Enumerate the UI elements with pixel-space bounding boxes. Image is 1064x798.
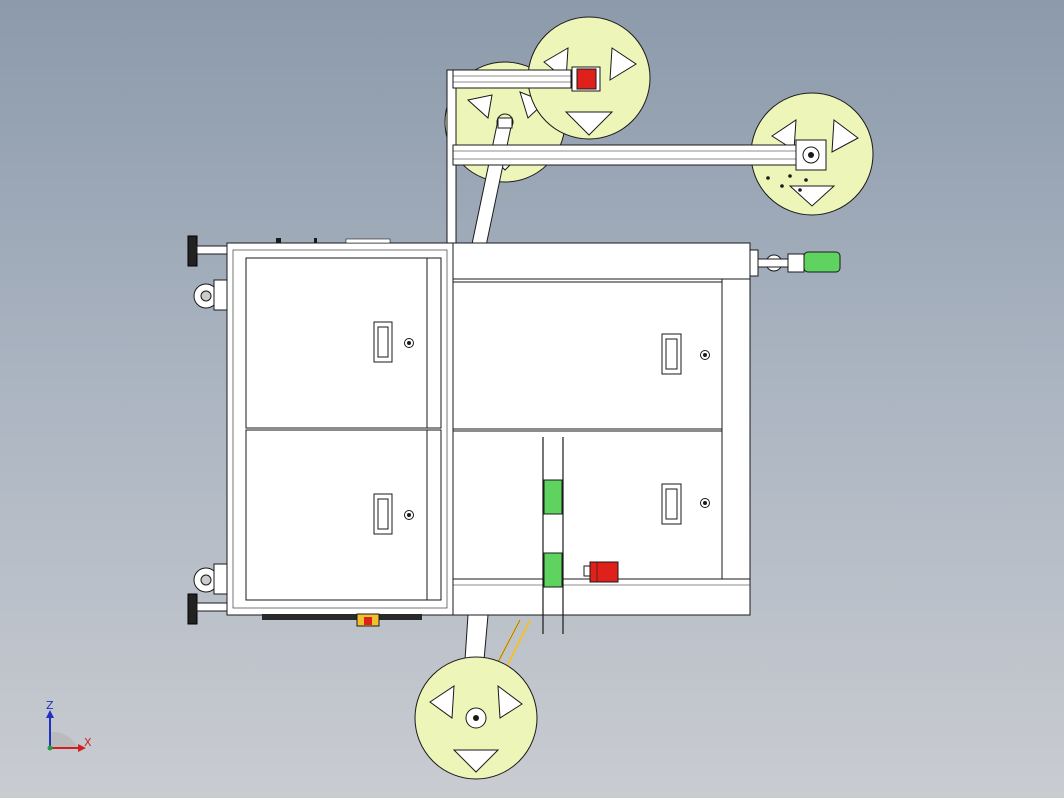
lock-icon[interactable] bbox=[700, 350, 710, 360]
right-upper-door[interactable] bbox=[452, 281, 723, 430]
rail-end-bracket[interactable] bbox=[795, 139, 827, 171]
door-handle-icon[interactable] bbox=[661, 333, 682, 375]
reel-icon[interactable] bbox=[414, 656, 538, 780]
lock-icon[interactable] bbox=[404, 510, 414, 520]
axis-triad: Z X bbox=[46, 699, 92, 752]
top-button-strip bbox=[276, 238, 391, 244]
door-handle-icon[interactable] bbox=[661, 483, 682, 525]
z-axis-label: Z bbox=[46, 699, 54, 712]
lock-icon[interactable] bbox=[700, 498, 710, 508]
caster-wheel-icon bbox=[193, 563, 229, 595]
lock-icon[interactable] bbox=[404, 338, 414, 348]
x-axis-label: X bbox=[84, 736, 92, 749]
left-upper-door[interactable] bbox=[245, 257, 442, 429]
handle-grip-icon[interactable] bbox=[749, 249, 841, 277]
door-handle-icon[interactable] bbox=[373, 321, 393, 363]
leveling-foot-icon bbox=[187, 593, 228, 625]
leveling-foot-icon bbox=[187, 235, 228, 267]
feed-guide bbox=[542, 437, 564, 634]
top-rail bbox=[452, 69, 572, 89]
long-rail bbox=[452, 144, 802, 166]
door-handle-icon[interactable] bbox=[373, 493, 393, 535]
motor-icon[interactable] bbox=[571, 66, 601, 92]
emergency-stop-icon[interactable] bbox=[356, 613, 380, 627]
motor-icon[interactable] bbox=[583, 561, 619, 583]
left-lower-door[interactable] bbox=[245, 429, 442, 601]
right-lower-door[interactable] bbox=[452, 430, 723, 580]
caster-wheel-icon bbox=[193, 279, 229, 311]
